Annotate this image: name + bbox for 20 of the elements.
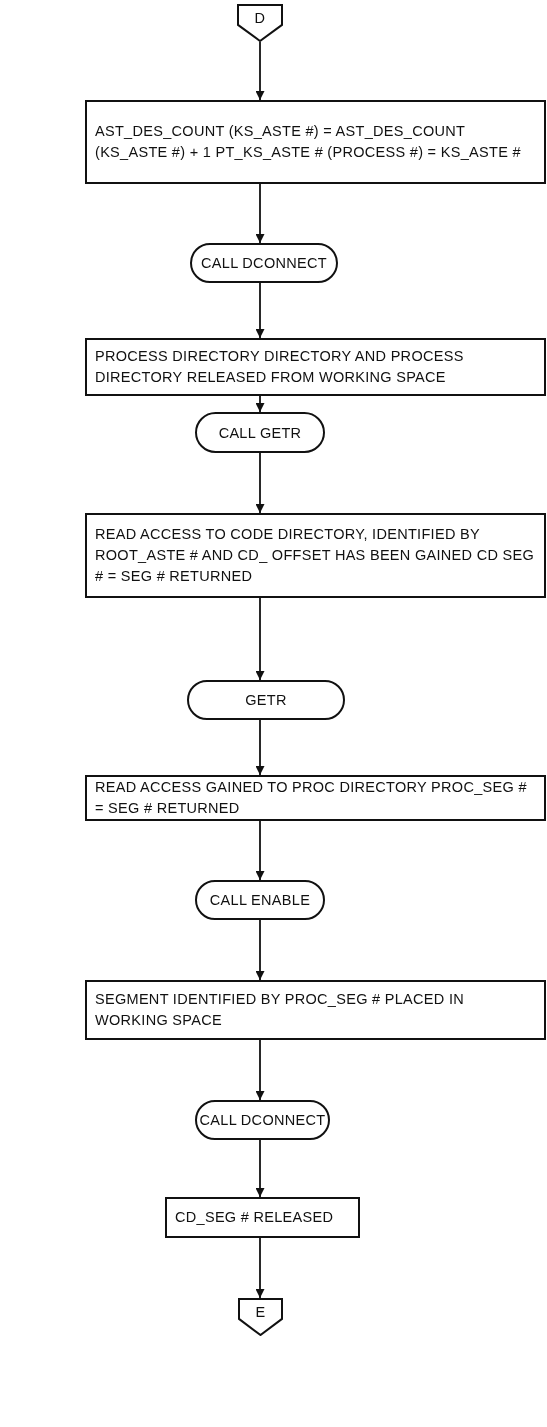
arrow	[255, 183, 265, 244]
arrow	[255, 919, 265, 981]
arrow	[255, 1039, 265, 1101]
arrow	[255, 820, 265, 881]
process-box: SEGMENT IDENTIFIED BY PROC_SEG # PLACED IN WORKING SPACE	[85, 980, 546, 1040]
arrow	[255, 719, 265, 776]
arrow	[255, 597, 265, 681]
arrow	[255, 41, 265, 101]
process-box: READ ACCESS TO CODE DIRECTORY, IDENTIFIED BY ROOT_ASTE # AND CD_ OFFSET HAS BEEN GAINED CD SEG # = SEG # RETURNED	[85, 513, 546, 598]
arrow	[255, 1139, 265, 1198]
off-page-connector: D	[237, 4, 283, 42]
process-box: READ ACCESS GAINED TO PROC DIRECTORY PROC_SEG # = SEG # RETURNED	[85, 775, 546, 821]
off-page-connector: E	[238, 1298, 283, 1336]
arrow	[255, 395, 265, 413]
process-box: CD_SEG # RELEASED	[165, 1197, 360, 1238]
arrow	[255, 1237, 265, 1299]
arrow	[255, 282, 265, 339]
process-box: PROCESS DIRECTORY DIRECTORY AND PROCESS DIRECTORY RELEASED FROM WORKING SPACE	[85, 338, 546, 396]
arrow	[255, 452, 265, 514]
process-box: AST_DES_COUNT (KS_ASTE #) = AST_DES_COUNT (KS_ASTE #) + 1 PT_KS_ASTE # (PROCESS #) = KS_ASTE #	[85, 100, 546, 184]
